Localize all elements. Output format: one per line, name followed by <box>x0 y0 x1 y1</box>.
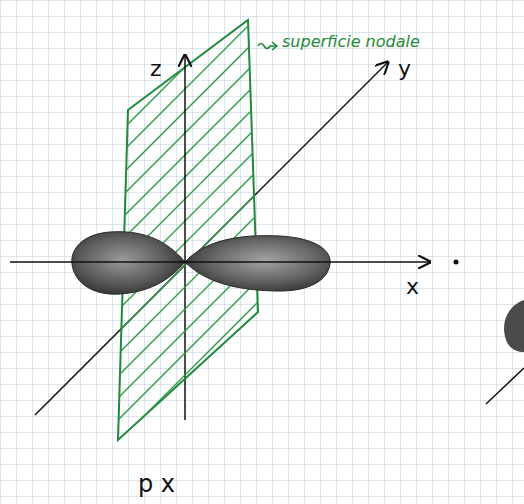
orbital-lobe <box>185 236 330 291</box>
x-axis <box>10 261 430 263</box>
axis-label: z <box>150 58 162 80</box>
orbital-name: p x <box>138 472 175 496</box>
pointer-squiggle <box>258 44 276 49</box>
pointer-head <box>272 42 277 50</box>
y-axis <box>35 62 388 415</box>
z-axis <box>184 55 186 262</box>
orbital-lobe <box>72 232 185 294</box>
axis-label: x <box>406 276 419 298</box>
next-figure-lobe <box>504 300 524 352</box>
next-figure-dot <box>454 260 459 265</box>
axis-label: y <box>398 58 411 80</box>
next-figure-axis <box>486 368 524 404</box>
nodal-surface-label: superficie nodale <box>282 34 420 50</box>
